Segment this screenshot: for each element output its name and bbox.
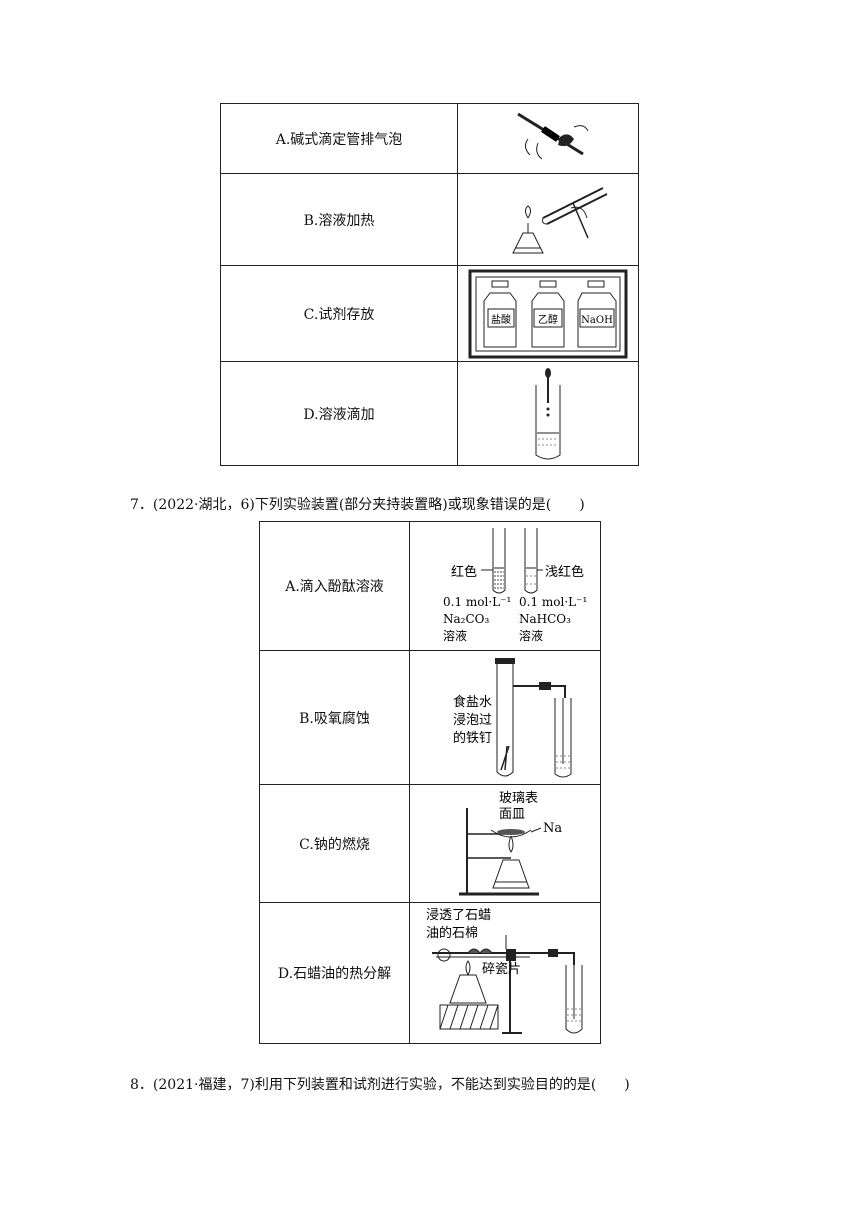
q7-row-c-label: C.钠的燃烧 [259, 784, 410, 903]
right-salt-label: NaHCO₃ [519, 612, 571, 626]
left-salt-label: Na₂CO₃ [443, 612, 489, 626]
q7-row-b-figure: 食盐水 浸泡过 的铁钉 [409, 650, 601, 785]
right-color-label: 浅红色 [545, 564, 584, 580]
q7-row-d-figure: 浸透了石蜡 油的石棉 碎瓷片 [409, 902, 601, 1044]
row-d-label: D.溶液滴加 [220, 361, 458, 466]
phenolphthalein-tubes-illustration: 红色 浅红色 0.1 mol·L⁻¹ 0.1 mol·L⁻¹ Na₂CO₃ Na… [443, 528, 587, 643]
row-d-figure [457, 361, 639, 466]
q7-row-a-label: A.滴入酚酞溶液 [259, 521, 410, 651]
question-8-text: (2021·福建，7)利用下列装置和试剂进行实验，不能达到实验目的的是( [152, 1077, 597, 1093]
row-a-figure [457, 103, 639, 174]
right-solution-label: 溶液 [519, 628, 543, 643]
nail-label-line2: 浸泡过 [453, 713, 492, 728]
left-solution-label: 溶液 [443, 628, 467, 643]
dish-label-line2: 面皿 [499, 807, 525, 822]
question-7-close: ) [579, 497, 585, 513]
nail-label-line3: 的铁钉 [453, 730, 492, 746]
row-c-figure: 盐酸 乙醇 NaOH [457, 265, 639, 362]
row-c-label: C.试剂存放 [220, 265, 458, 362]
question-7: 7．(2022·湖北，6)下列实验装置(部分夹持装置略)或现象错误的是() [130, 494, 585, 514]
question-7-number: 7． [130, 497, 153, 513]
bottle-label-2: 乙醇 [538, 313, 558, 326]
question-8-close: ) [624, 1077, 630, 1093]
apparatus-table-1: A.碱式滴定管排气泡 B.溶液加热 [220, 103, 639, 466]
row-b-label: B.溶液加热 [220, 173, 458, 266]
shard-label: 碎瓷片 [482, 962, 521, 977]
row-a-label: A.碱式滴定管排气泡 [220, 103, 458, 174]
q7-row-d-label: D.石蜡油的热分解 [259, 902, 410, 1044]
apparatus-table-2: A.滴入酚酞溶液 红色 浅红色 0.1 mol·L⁻¹ 0.1 mol·L⁻¹ … [259, 521, 601, 1044]
nail-label-line1: 食盐水 [453, 694, 492, 710]
question-8-number: 8． [130, 1077, 153, 1093]
reagent-cabinet-illustration: 盐酸 乙醇 NaOH [468, 269, 628, 358]
left-color-label: 红色 [451, 564, 477, 580]
cotton-label-line1: 浸透了石蜡 [426, 908, 491, 923]
sodium-combustion-illustration: 玻璃表 面皿 Na [459, 791, 562, 895]
bottle-label-1: 盐酸 [491, 313, 511, 326]
heating-solution-illustration [512, 186, 608, 253]
left-conc-label: 0.1 mol·L⁻¹ [443, 595, 511, 609]
row-b-figure [457, 173, 639, 266]
q7-row-c-figure: 玻璃表 面皿 Na [409, 784, 601, 903]
dish-label-line1: 玻璃表 [499, 791, 538, 806]
sodium-label: Na [543, 821, 562, 836]
dropping-solution-illustration [535, 367, 561, 459]
paraffin-decomposition-illustration: 浸透了石蜡 油的石棉 碎瓷片 [426, 908, 583, 1034]
right-conc-label: 0.1 mol·L⁻¹ [519, 595, 587, 609]
cotton-label-line2: 油的石棉 [426, 925, 478, 941]
question-7-text: (2022·湖北，6)下列实验装置(部分夹持装置略)或现象错误的是( [152, 497, 552, 513]
burette-bubble-illustration [517, 112, 589, 159]
q7-row-b-label: B.吸氧腐蚀 [259, 650, 410, 785]
q7-row-a-figure: 红色 浅红色 0.1 mol·L⁻¹ 0.1 mol·L⁻¹ Na₂CO₃ Na… [409, 521, 601, 651]
bottle-label-3: NaOH [581, 315, 613, 326]
question-8: 8．(2021·福建，7)利用下列装置和试剂进行实验，不能达到实验目的的是() [130, 1074, 630, 1094]
oxygen-corrosion-illustration: 食盐水 浸泡过 的铁钉 [453, 657, 572, 777]
